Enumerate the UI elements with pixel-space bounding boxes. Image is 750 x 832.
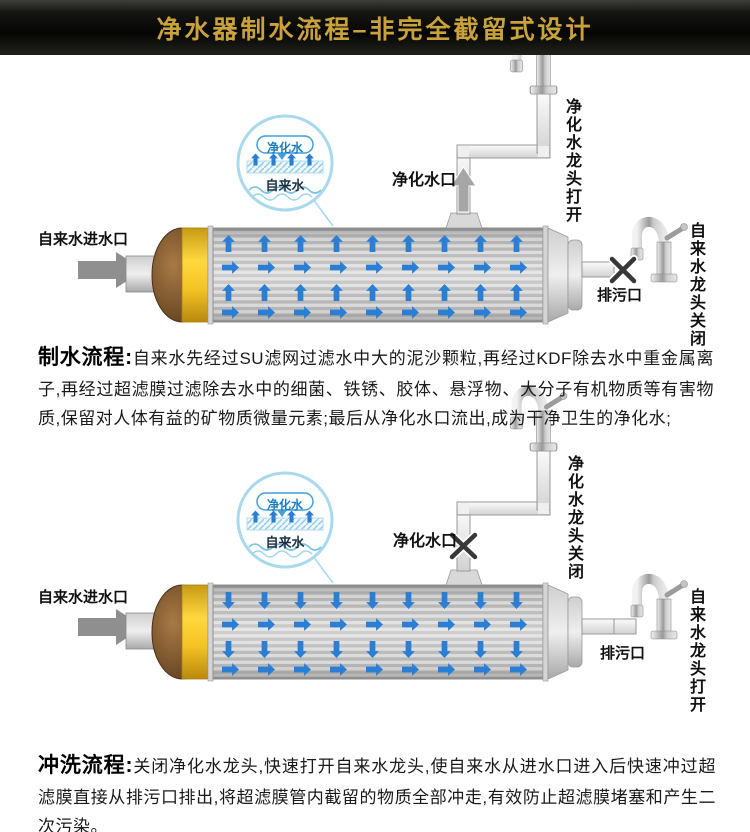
production-process-title: 制水流程: [38,346,133,369]
callout-purified-label-production: 净化水 [266,141,303,155]
filter-unit-production [78,34,688,324]
drain-label-production: 排污口 [597,287,643,304]
flush-process-title: 冲洗流程: [38,754,133,777]
tap-faucet-label-production: 自来水龙头关闭 [687,222,704,348]
drain-label-flush: 排污口 [600,645,646,662]
header-banner: 净水器制水流程–非完全截留式设计 [0,0,750,55]
callout-purified-label-flush: 净化水 [266,498,303,512]
callout-tap-label-flush: 自来水 [265,535,305,550]
drain-open-pipe [613,618,637,635]
callout-tap-label-production: 自来水 [265,178,305,193]
purified-outlet-label-production: 净化水口 [392,172,457,189]
flush-process-paragraph: 冲洗流程:关闭净化水龙头,快速打开自来水龙头,使自来水从进水口进入后快速冲过超滤… [38,748,716,832]
purified-faucet-label-production: 净化水龙头打开 [563,98,580,224]
drain-closed-x-icon [608,255,638,285]
production-process-paragraph: 制水流程:自来水先经过SU滤网过滤水中大的泥沙颗粒,再经过KDF除去水中重金属离… [38,340,714,433]
flush-process-body: 关闭净化水龙头,快速打开自来水龙头,使自来水从进水口进入后快速冲过超滤膜直接从排… [38,757,716,832]
inlet-label-production: 自来水进水口 [38,231,129,248]
filter-unit-flush [78,391,688,681]
purified-closed-x-icon [448,531,479,561]
inlet-label-flush: 自来水进水口 [38,589,129,606]
purified-flow-arrow [450,166,477,213]
page-title: 净水器制水流程–非完全截留式设计 [156,15,594,44]
tap-faucet-label-flush: 自来水龙头打开 [687,588,704,714]
production-process-body: 自来水先经过SU滤网过滤水中大的泥沙颗粒,再经过KDF除去水中重金属离子,再经过… [38,349,714,428]
purified-faucet-label-flush: 净化水龙头关闭 [565,455,582,581]
purified-outlet-label-flush: 净化水口 [393,533,458,550]
